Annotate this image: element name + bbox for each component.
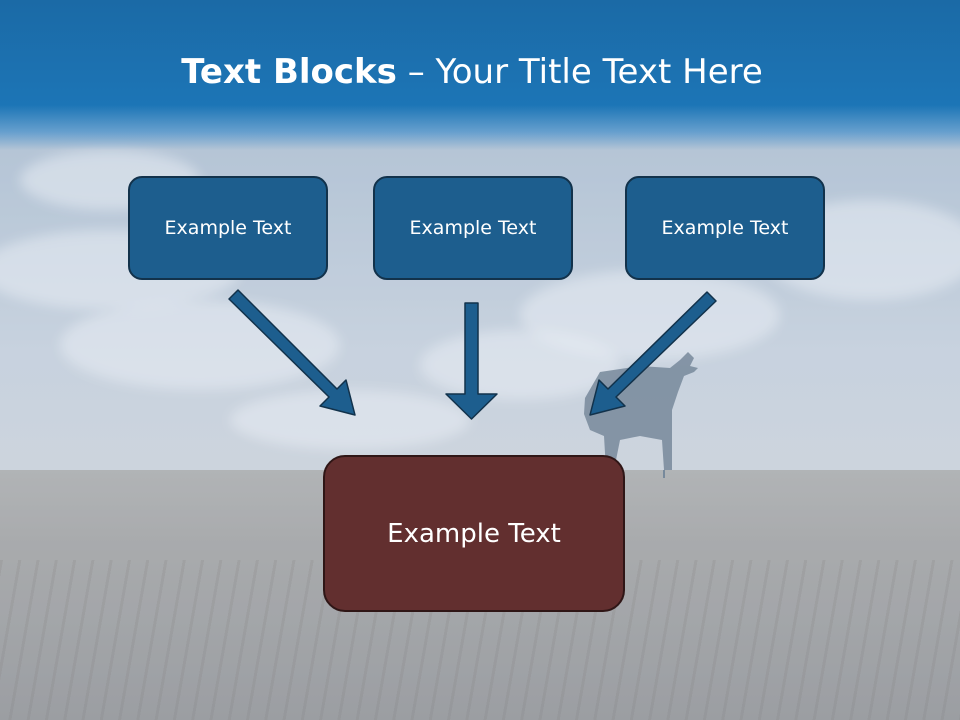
- text-box-bottom: Example Text: [323, 455, 625, 612]
- text-box-bottom-label: Example Text: [387, 518, 561, 549]
- text-box-left-label: Example Text: [164, 217, 292, 239]
- header-band: [0, 0, 960, 150]
- text-box-left: Example Text: [128, 176, 328, 280]
- arrow-right-icon: [589, 291, 717, 416]
- title-rest: – Your Title Text Here: [396, 52, 763, 92]
- text-box-center-label: Example Text: [409, 217, 537, 239]
- text-box-center: Example Text: [373, 176, 573, 280]
- slide-title: Text Blocks – Your Title Text Here: [0, 52, 944, 92]
- arrow-left-icon: [228, 289, 356, 416]
- text-box-right-label: Example Text: [661, 217, 789, 239]
- text-box-right: Example Text: [625, 176, 825, 280]
- arrow-center-icon: [445, 302, 498, 420]
- title-bold: Text Blocks: [181, 52, 397, 92]
